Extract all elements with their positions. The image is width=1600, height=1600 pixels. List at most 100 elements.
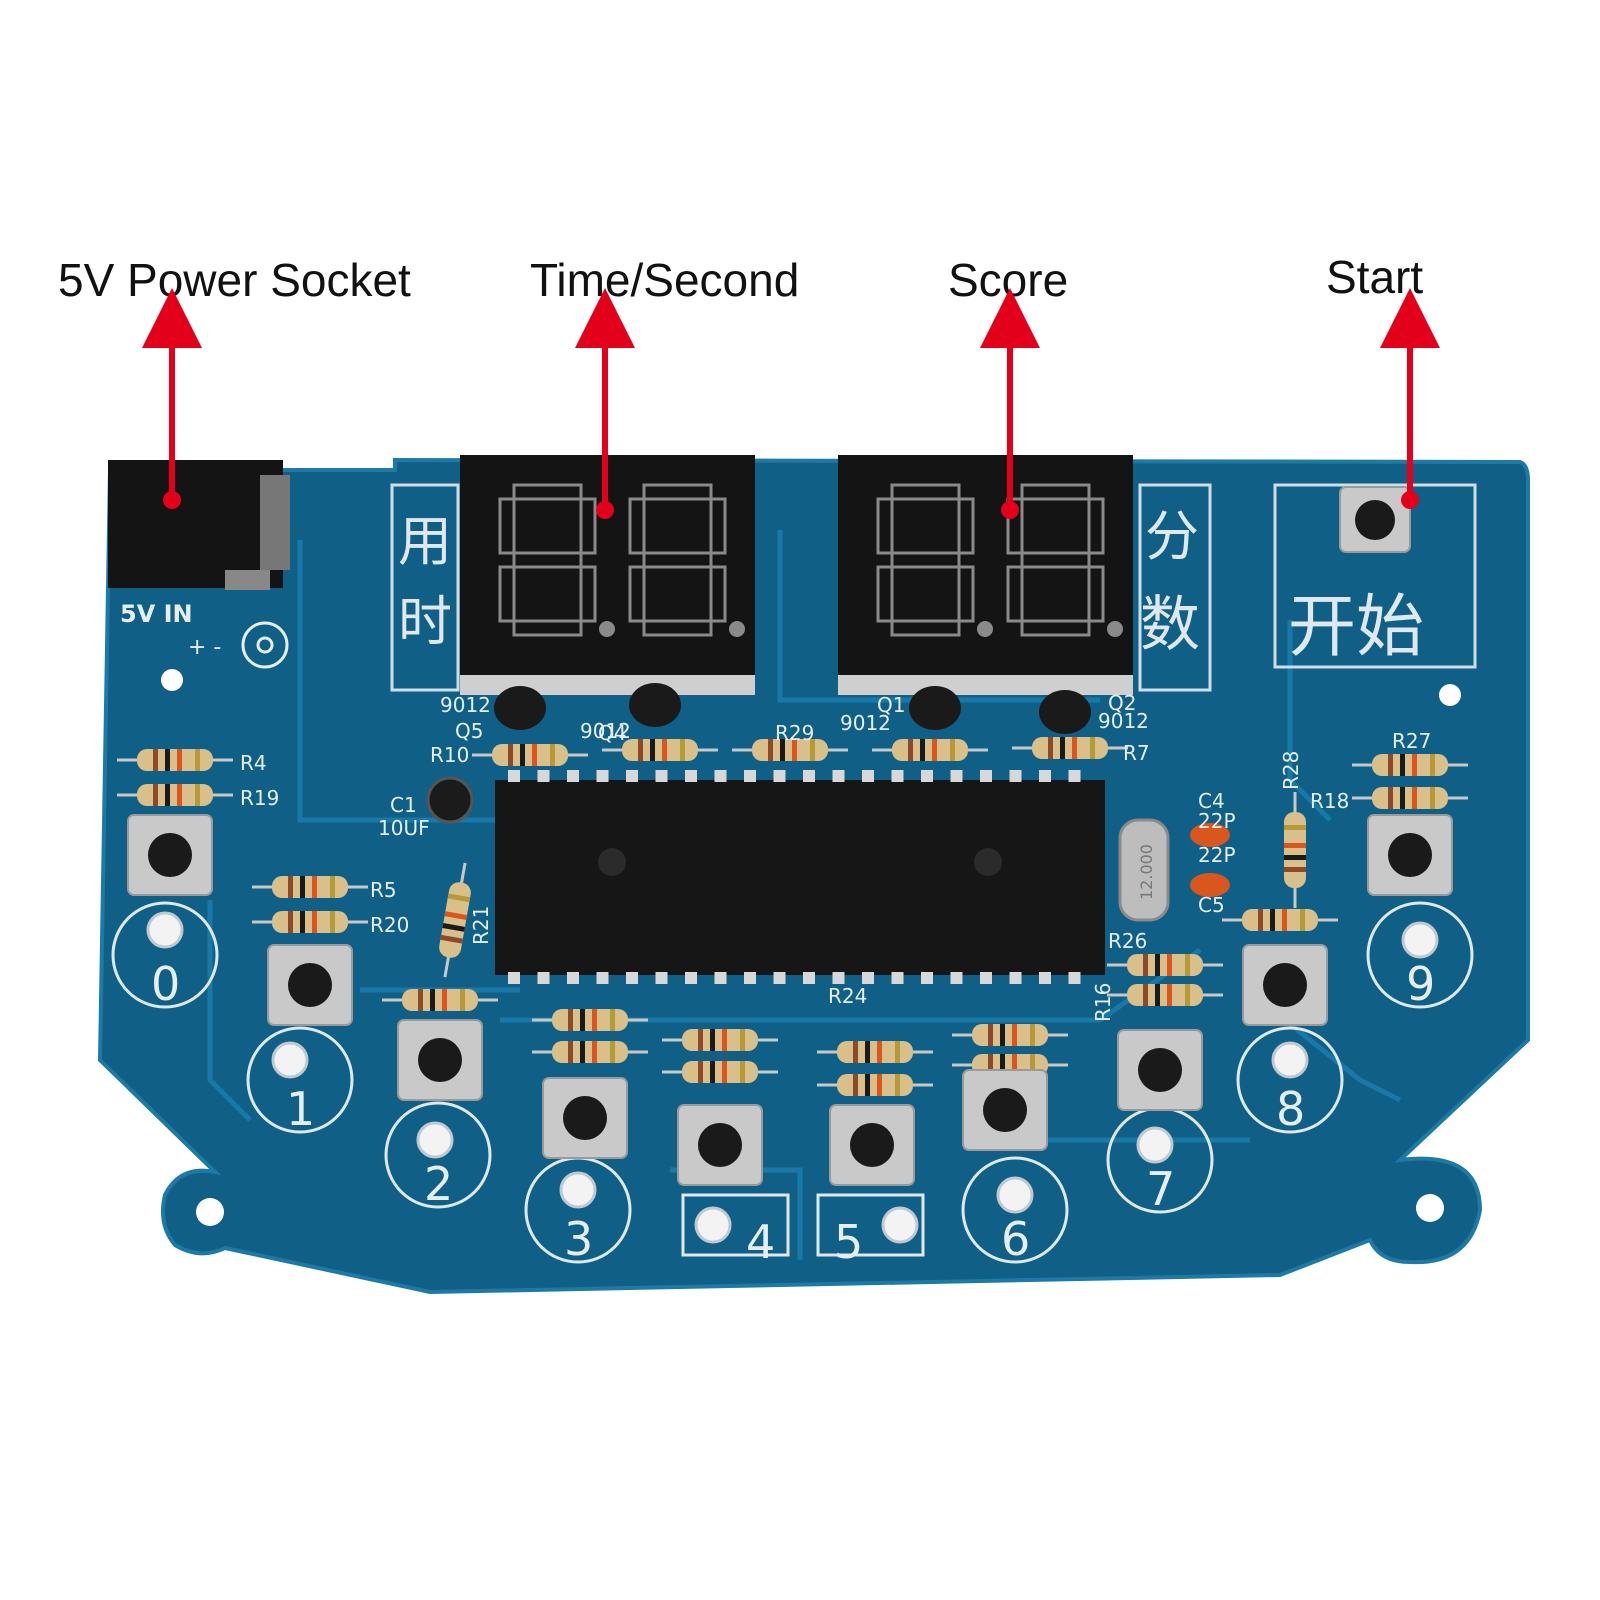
game-button-6[interactable]: 6 [961,1069,1069,1266]
button-number-label: 6 [1001,1212,1030,1266]
resistor [1352,754,1468,776]
resistor [117,749,233,771]
resistor [532,1009,648,1031]
component-label: R5 [370,878,397,902]
resistor [662,1029,778,1051]
component-label: R27 [1392,729,1431,753]
resistor [1284,792,1306,908]
crystal-oscillator: 12.000 [1118,818,1170,922]
transistor-model-label: 9012 [580,719,631,743]
resistor [1107,984,1223,1006]
resistor [817,1041,933,1063]
switch-cap[interactable] [563,1096,607,1140]
resistor [1107,954,1223,976]
button-number-label: 8 [1276,1082,1305,1136]
game-button-8[interactable]: 8 [1236,944,1344,1136]
callout-power-socket: 5V Power Socket [58,254,411,306]
button-number-label: 9 [1406,957,1435,1011]
switch-cap[interactable] [148,833,192,877]
switch-cap[interactable] [1388,833,1432,877]
start-button[interactable] [1339,486,1411,553]
resistor [252,876,368,898]
game-button-9[interactable]: 9 [1366,814,1474,1011]
score-display [838,455,1133,695]
component-label: Q4 [598,721,626,745]
component-label: R26 [1108,929,1147,953]
power-in-label: 5V IN [120,600,193,628]
resistor [1352,787,1468,809]
resistor [952,1024,1068,1046]
switch-cap[interactable] [1138,1048,1182,1092]
transistor-model-label: 9012 [840,711,891,735]
component-label: R4 [240,751,267,775]
led-icon [559,1171,597,1209]
transistor-q4 [629,683,681,727]
score-cn-char-1: 分 [1145,505,1199,568]
component-label: C5 [1198,893,1225,917]
transistor-q5 [494,686,546,730]
switch-cap[interactable] [288,963,332,1007]
cap-value-label: 10UF [378,816,430,840]
led-icon [996,1176,1034,1214]
time-cn-char-1: 用 [398,510,452,573]
component-label: R16 [1091,983,1115,1022]
power-jack [108,460,290,590]
chip-pins [508,770,1081,984]
resistor [1222,909,1338,931]
mount-hole [1439,684,1461,706]
game-button-3[interactable]: 3 [524,1077,632,1266]
callout-time-second: Time/Second [530,254,800,306]
resistor [472,744,588,766]
callout-arrows [142,288,1440,519]
component-label: R29 [775,721,814,745]
switch-cap[interactable] [983,1088,1027,1132]
dc-polarity-icon [241,621,289,669]
button-number-label: 1 [286,1082,315,1136]
switch-cap[interactable] [1263,963,1307,1007]
game-button-7[interactable]: 7 [1106,1029,1214,1216]
game-button-2[interactable]: 2 [384,1019,492,1211]
button-number-label: 3 [564,1212,593,1266]
resistor [252,911,368,933]
component-label: Q2 [1108,691,1136,715]
component-label: R28 [1279,751,1303,790]
segment-digit [628,483,745,637]
resistor [1012,737,1128,759]
component-label: C1 [390,793,417,817]
component-label: 22P [1198,809,1236,833]
switch-cap[interactable] [418,1038,462,1082]
component-label: Q1 [877,693,905,717]
game-button-0[interactable]: 0 [111,814,219,1011]
button-number-label: 7 [1146,1162,1175,1216]
component-label: R10 [430,743,469,767]
resistor [439,862,471,978]
resistors [117,737,1468,1096]
resistor [872,739,988,761]
component-label: R21 [469,906,493,945]
game-button-5[interactable]: 5 [816,1104,925,1269]
button-number-label: 5 [834,1215,863,1269]
segment-digit [876,483,993,637]
component-label: R19 [240,786,279,810]
start-cn-label: 开始 [1288,588,1424,667]
transistor-model-label: 9012 [440,693,491,717]
transistor-q1 [909,686,961,730]
mount-hole [1416,1194,1444,1222]
button-number-label: 0 [151,957,180,1011]
resistor [117,784,233,806]
led-icon [1401,921,1439,959]
game-button-4[interactable]: 4 [677,1104,790,1269]
mount-hole [161,669,183,691]
resistor [532,1041,648,1063]
resistor [382,989,498,1011]
game-button-1[interactable]: 1 [246,944,354,1136]
switch-cap[interactable] [850,1123,894,1167]
switch-cap[interactable] [698,1123,742,1167]
resistor [602,739,718,761]
segment-digit [498,483,615,637]
component-label: 22P [1198,843,1236,867]
score-cn-char-2: 数 [1140,590,1200,660]
capacitor-c5 [1190,873,1230,897]
time-cn-char-2: 时 [398,590,452,653]
